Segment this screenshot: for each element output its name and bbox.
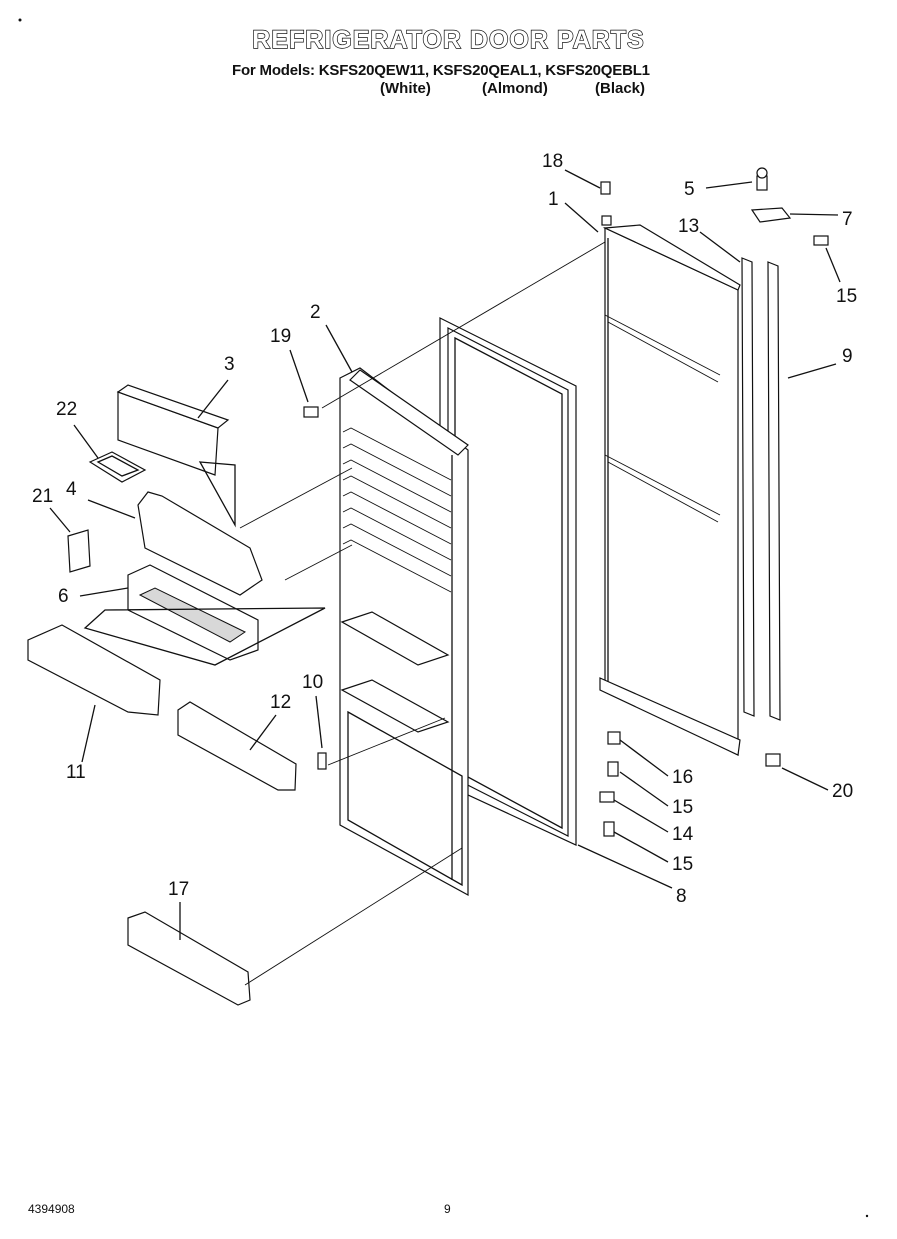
door-bin-12 bbox=[177, 701, 297, 791]
callout-4: 4 bbox=[66, 479, 136, 519]
butter-tray-22 bbox=[88, 451, 147, 483]
svg-text:14: 14 bbox=[672, 824, 694, 845]
callout-7: 7 bbox=[789, 209, 853, 230]
finish-almond: (Almond) bbox=[482, 80, 548, 97]
callout-21: 21 bbox=[32, 486, 71, 533]
svg-text:4: 4 bbox=[66, 479, 77, 500]
callout-9: 9 bbox=[787, 346, 853, 379]
svg-text:21: 21 bbox=[32, 486, 53, 507]
divider-21 bbox=[67, 529, 91, 573]
dairy-door-3 bbox=[116, 384, 236, 528]
callout-16: 16 bbox=[619, 739, 693, 788]
callout-10: 10 bbox=[302, 672, 323, 749]
document-number: 4394908 bbox=[28, 1202, 75, 1216]
outer-door-panel bbox=[599, 215, 741, 756]
svg-text:18: 18 bbox=[542, 151, 563, 172]
hinge-hardware-14-16 bbox=[599, 731, 621, 837]
door-bin-11 bbox=[27, 624, 161, 716]
dairy-bin-4 bbox=[137, 491, 263, 596]
svg-text:6: 6 bbox=[58, 586, 69, 607]
svg-text:1: 1 bbox=[548, 189, 559, 210]
callout-8: 8 bbox=[577, 844, 687, 907]
callout-17: 17 bbox=[168, 879, 189, 940]
screw-19 bbox=[303, 406, 319, 418]
egg-bin-6 bbox=[83, 564, 326, 666]
finish-black: (Black) bbox=[595, 80, 646, 97]
callout-14: 14 bbox=[613, 799, 694, 845]
svg-text:15: 15 bbox=[836, 286, 857, 307]
svg-text:17: 17 bbox=[168, 879, 189, 900]
clip-10 bbox=[317, 752, 327, 770]
svg-text:8: 8 bbox=[676, 886, 687, 907]
svg-text:22: 22 bbox=[56, 399, 77, 420]
callout-20: 20 bbox=[781, 767, 853, 802]
callout-19: 19 bbox=[270, 326, 309, 403]
page-number: 9 bbox=[444, 1202, 451, 1216]
door-gasket bbox=[439, 317, 577, 846]
svg-text:7: 7 bbox=[842, 209, 853, 230]
callout-3: 3 bbox=[197, 354, 235, 419]
clip-20 bbox=[765, 753, 781, 767]
svg-text:20: 20 bbox=[832, 781, 853, 802]
callout-15a: 15 bbox=[825, 247, 857, 307]
svg-text:15: 15 bbox=[672, 797, 693, 818]
callout-15b: 15 bbox=[619, 771, 693, 818]
screw-15-top bbox=[813, 235, 829, 246]
callout-15c: 15 bbox=[613, 831, 693, 875]
callout-5: 5 bbox=[684, 179, 753, 200]
door-liner bbox=[339, 367, 469, 897]
assembly-guide-lines bbox=[234, 241, 606, 986]
screw-5 bbox=[756, 167, 768, 191]
svg-text:11: 11 bbox=[66, 762, 86, 783]
models-line: For Models: KSFS20QEW11, KSFS20QEAL1, KS… bbox=[232, 62, 650, 79]
seal-strip-13 bbox=[741, 257, 755, 717]
hinge-pin-18 bbox=[600, 181, 611, 195]
svg-text:16: 16 bbox=[672, 767, 693, 788]
finish-white: (White) bbox=[380, 80, 431, 97]
callout-1: 1 bbox=[548, 189, 599, 233]
callouts: 1 2 3 4 5 6 7 8 9 10 11 12 13 14 15 15 1… bbox=[32, 151, 857, 940]
svg-text:9: 9 bbox=[842, 346, 853, 367]
bracket-7 bbox=[750, 207, 792, 223]
corner-dot-bottom bbox=[865, 1214, 869, 1218]
callout-12: 12 bbox=[249, 692, 291, 751]
svg-text:12: 12 bbox=[270, 692, 291, 713]
callout-22: 22 bbox=[56, 399, 99, 459]
liner-shelf-rails bbox=[342, 427, 452, 593]
seal-strip-9 bbox=[767, 261, 781, 721]
callout-6: 6 bbox=[58, 586, 129, 607]
callout-13: 13 bbox=[678, 216, 741, 263]
corner-dot bbox=[18, 18, 22, 22]
svg-text:13: 13 bbox=[678, 216, 699, 237]
svg-text:2: 2 bbox=[310, 302, 321, 323]
svg-text:5: 5 bbox=[684, 179, 695, 200]
svg-text:15: 15 bbox=[672, 854, 693, 875]
diagram-title: REFRIGERATOR DOOR PARTS bbox=[252, 25, 645, 54]
callout-11: 11 bbox=[66, 704, 96, 783]
door-bin-17 bbox=[127, 911, 251, 1006]
callout-18: 18 bbox=[542, 151, 601, 189]
callout-2: 2 bbox=[310, 302, 353, 373]
svg-text:19: 19 bbox=[270, 326, 291, 347]
svg-text:3: 3 bbox=[224, 354, 235, 375]
svg-text:10: 10 bbox=[302, 672, 323, 693]
